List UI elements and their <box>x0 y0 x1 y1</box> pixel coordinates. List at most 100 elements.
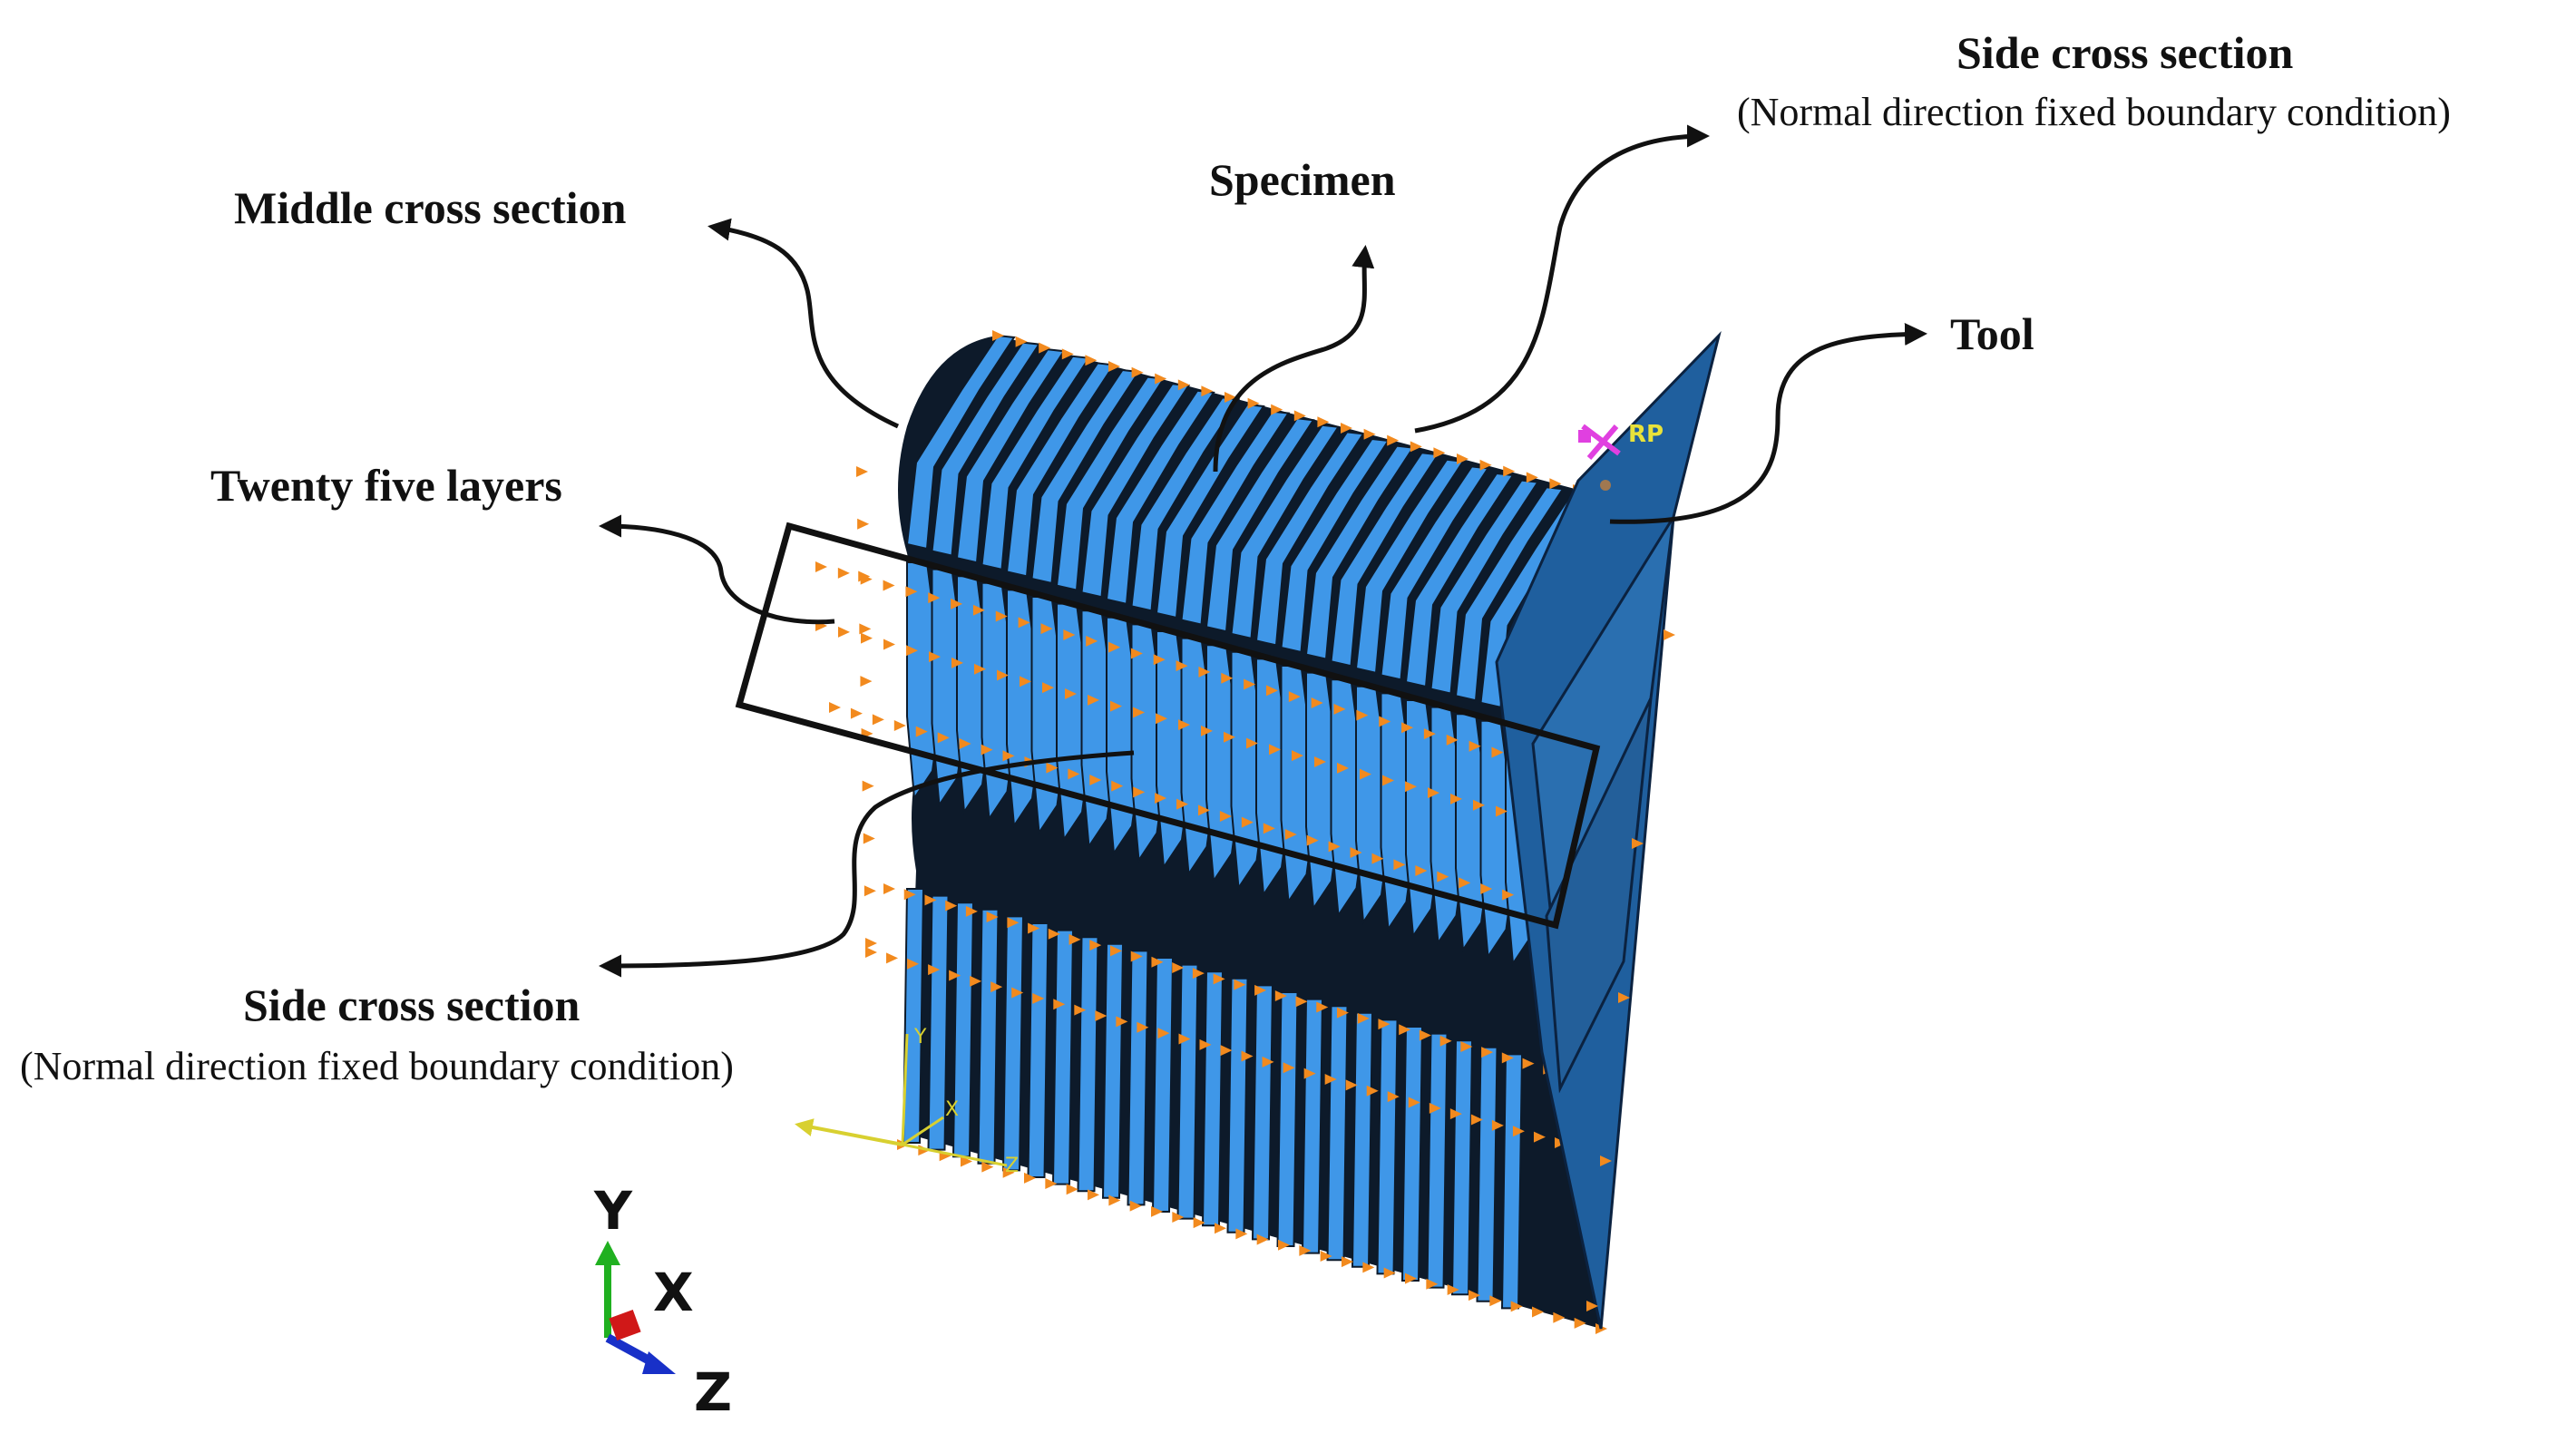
bc-marker <box>1263 823 1275 834</box>
bc-marker <box>1269 744 1281 756</box>
bc-marker <box>1221 672 1234 684</box>
bc-marker <box>1086 635 1098 647</box>
bc-marker <box>1278 1239 1290 1251</box>
bc-marker <box>1405 781 1417 793</box>
bc-marker <box>1526 472 1538 483</box>
bc-marker <box>1193 1217 1205 1229</box>
bc-marker <box>965 905 978 917</box>
bc-marker <box>1040 623 1053 635</box>
specimen-arrow <box>1213 245 1375 473</box>
bc-marker <box>1284 829 1297 840</box>
bc-marker <box>1068 933 1081 945</box>
bc-marker <box>1089 940 1102 951</box>
bc-marker <box>886 952 899 964</box>
bc-marker <box>1350 847 1362 858</box>
bc-marker <box>863 833 875 844</box>
bc-marker <box>1018 617 1030 629</box>
bc-marker <box>1469 740 1481 752</box>
bc-marker <box>1234 979 1246 990</box>
bc-marker <box>1356 709 1369 721</box>
bc-marker <box>1046 762 1059 774</box>
global-coordinate-triad: Y X Z <box>593 1180 732 1423</box>
middle-cross-section-label: Middle cross section <box>234 182 627 233</box>
bc-marker <box>1133 707 1145 718</box>
bc-marker <box>1489 1295 1502 1307</box>
bc-marker <box>981 1161 994 1173</box>
bc-marker <box>1439 1035 1452 1047</box>
specimen-layer <box>951 902 975 1158</box>
bc-marker <box>829 702 841 713</box>
bc-marker <box>1246 737 1258 749</box>
bc-marker <box>1345 1079 1358 1091</box>
bc-marker <box>1553 1311 1566 1323</box>
bc-marker <box>961 1155 972 1167</box>
bc-marker <box>1130 648 1143 659</box>
bc-marker <box>1460 1040 1473 1052</box>
specimen-layer <box>1101 942 1125 1199</box>
bc-marker <box>1324 1074 1337 1085</box>
bc-marker <box>864 885 876 897</box>
bc-marker <box>1457 453 1469 464</box>
bc-marker <box>972 604 985 616</box>
bc-marker <box>1151 1205 1163 1217</box>
bc-marker <box>1341 423 1352 434</box>
bc-marker <box>951 598 963 609</box>
reference-point-label: RP <box>1628 421 1664 448</box>
bc-marker <box>1449 1108 1462 1120</box>
bc-marker <box>906 645 918 657</box>
bc-marker <box>1383 1267 1396 1279</box>
bc-marker <box>1176 660 1188 672</box>
tool <box>1495 330 1722 1330</box>
bc-marker <box>1405 1272 1417 1284</box>
bc-marker <box>1155 373 1167 385</box>
bc-marker <box>1446 734 1459 746</box>
specimen-layer <box>1077 936 1099 1193</box>
bc-marker <box>872 714 884 726</box>
bc-marker <box>1015 336 1028 347</box>
bc-marker <box>1177 379 1190 391</box>
specimen-layer <box>1151 957 1175 1213</box>
bc-marker <box>1244 678 1256 690</box>
bc-marker <box>1053 999 1066 1010</box>
bc-marker <box>1510 1301 1523 1312</box>
bc-marker <box>1199 1038 1212 1050</box>
bc-marker <box>1311 697 1323 708</box>
bc-marker <box>959 738 971 749</box>
bc-marker <box>1192 968 1205 980</box>
bc-marker <box>1481 1047 1494 1058</box>
local-coordinate-triad: Y X Z <box>795 1026 1019 1177</box>
bc-marker <box>1172 1211 1185 1223</box>
tool-label: Tool <box>1950 308 2034 359</box>
bc-marker <box>1157 1028 1170 1039</box>
bc-marker <box>838 626 850 638</box>
bc-marker <box>1491 1119 1504 1131</box>
boundary-condition-markers <box>815 330 1607 1334</box>
bc-marker <box>1428 787 1439 799</box>
bc-marker <box>1306 834 1319 846</box>
specimen-label: Specimen <box>1209 154 1396 205</box>
side-cross-section-bottom-note: (Normal direction fixed boundary conditi… <box>20 1044 734 1088</box>
bc-marker <box>1342 1256 1353 1268</box>
specimen-layer <box>927 894 950 1151</box>
bc-marker <box>1153 654 1166 666</box>
bc-marker <box>1328 841 1341 853</box>
bc-marker <box>905 586 918 598</box>
bc-marker <box>970 975 982 987</box>
bc-marker <box>1213 973 1225 985</box>
bc-marker <box>915 726 928 737</box>
bc-marker <box>1501 1052 1514 1064</box>
specimen-layer <box>1155 403 1265 619</box>
bc-marker <box>1133 786 1146 798</box>
bc-marker <box>837 567 850 579</box>
bc-marker <box>859 623 872 635</box>
specimen-layer <box>1404 472 1515 688</box>
bc-marker <box>1410 441 1422 453</box>
bc-marker <box>1235 1228 1248 1240</box>
bc-marker <box>1447 1283 1459 1295</box>
specimen-layer <box>1301 998 1324 1254</box>
bc-marker <box>1220 1045 1233 1057</box>
bc-marker <box>1586 1301 1598 1311</box>
bc-marker <box>1201 385 1214 397</box>
specimen <box>815 330 1615 1334</box>
